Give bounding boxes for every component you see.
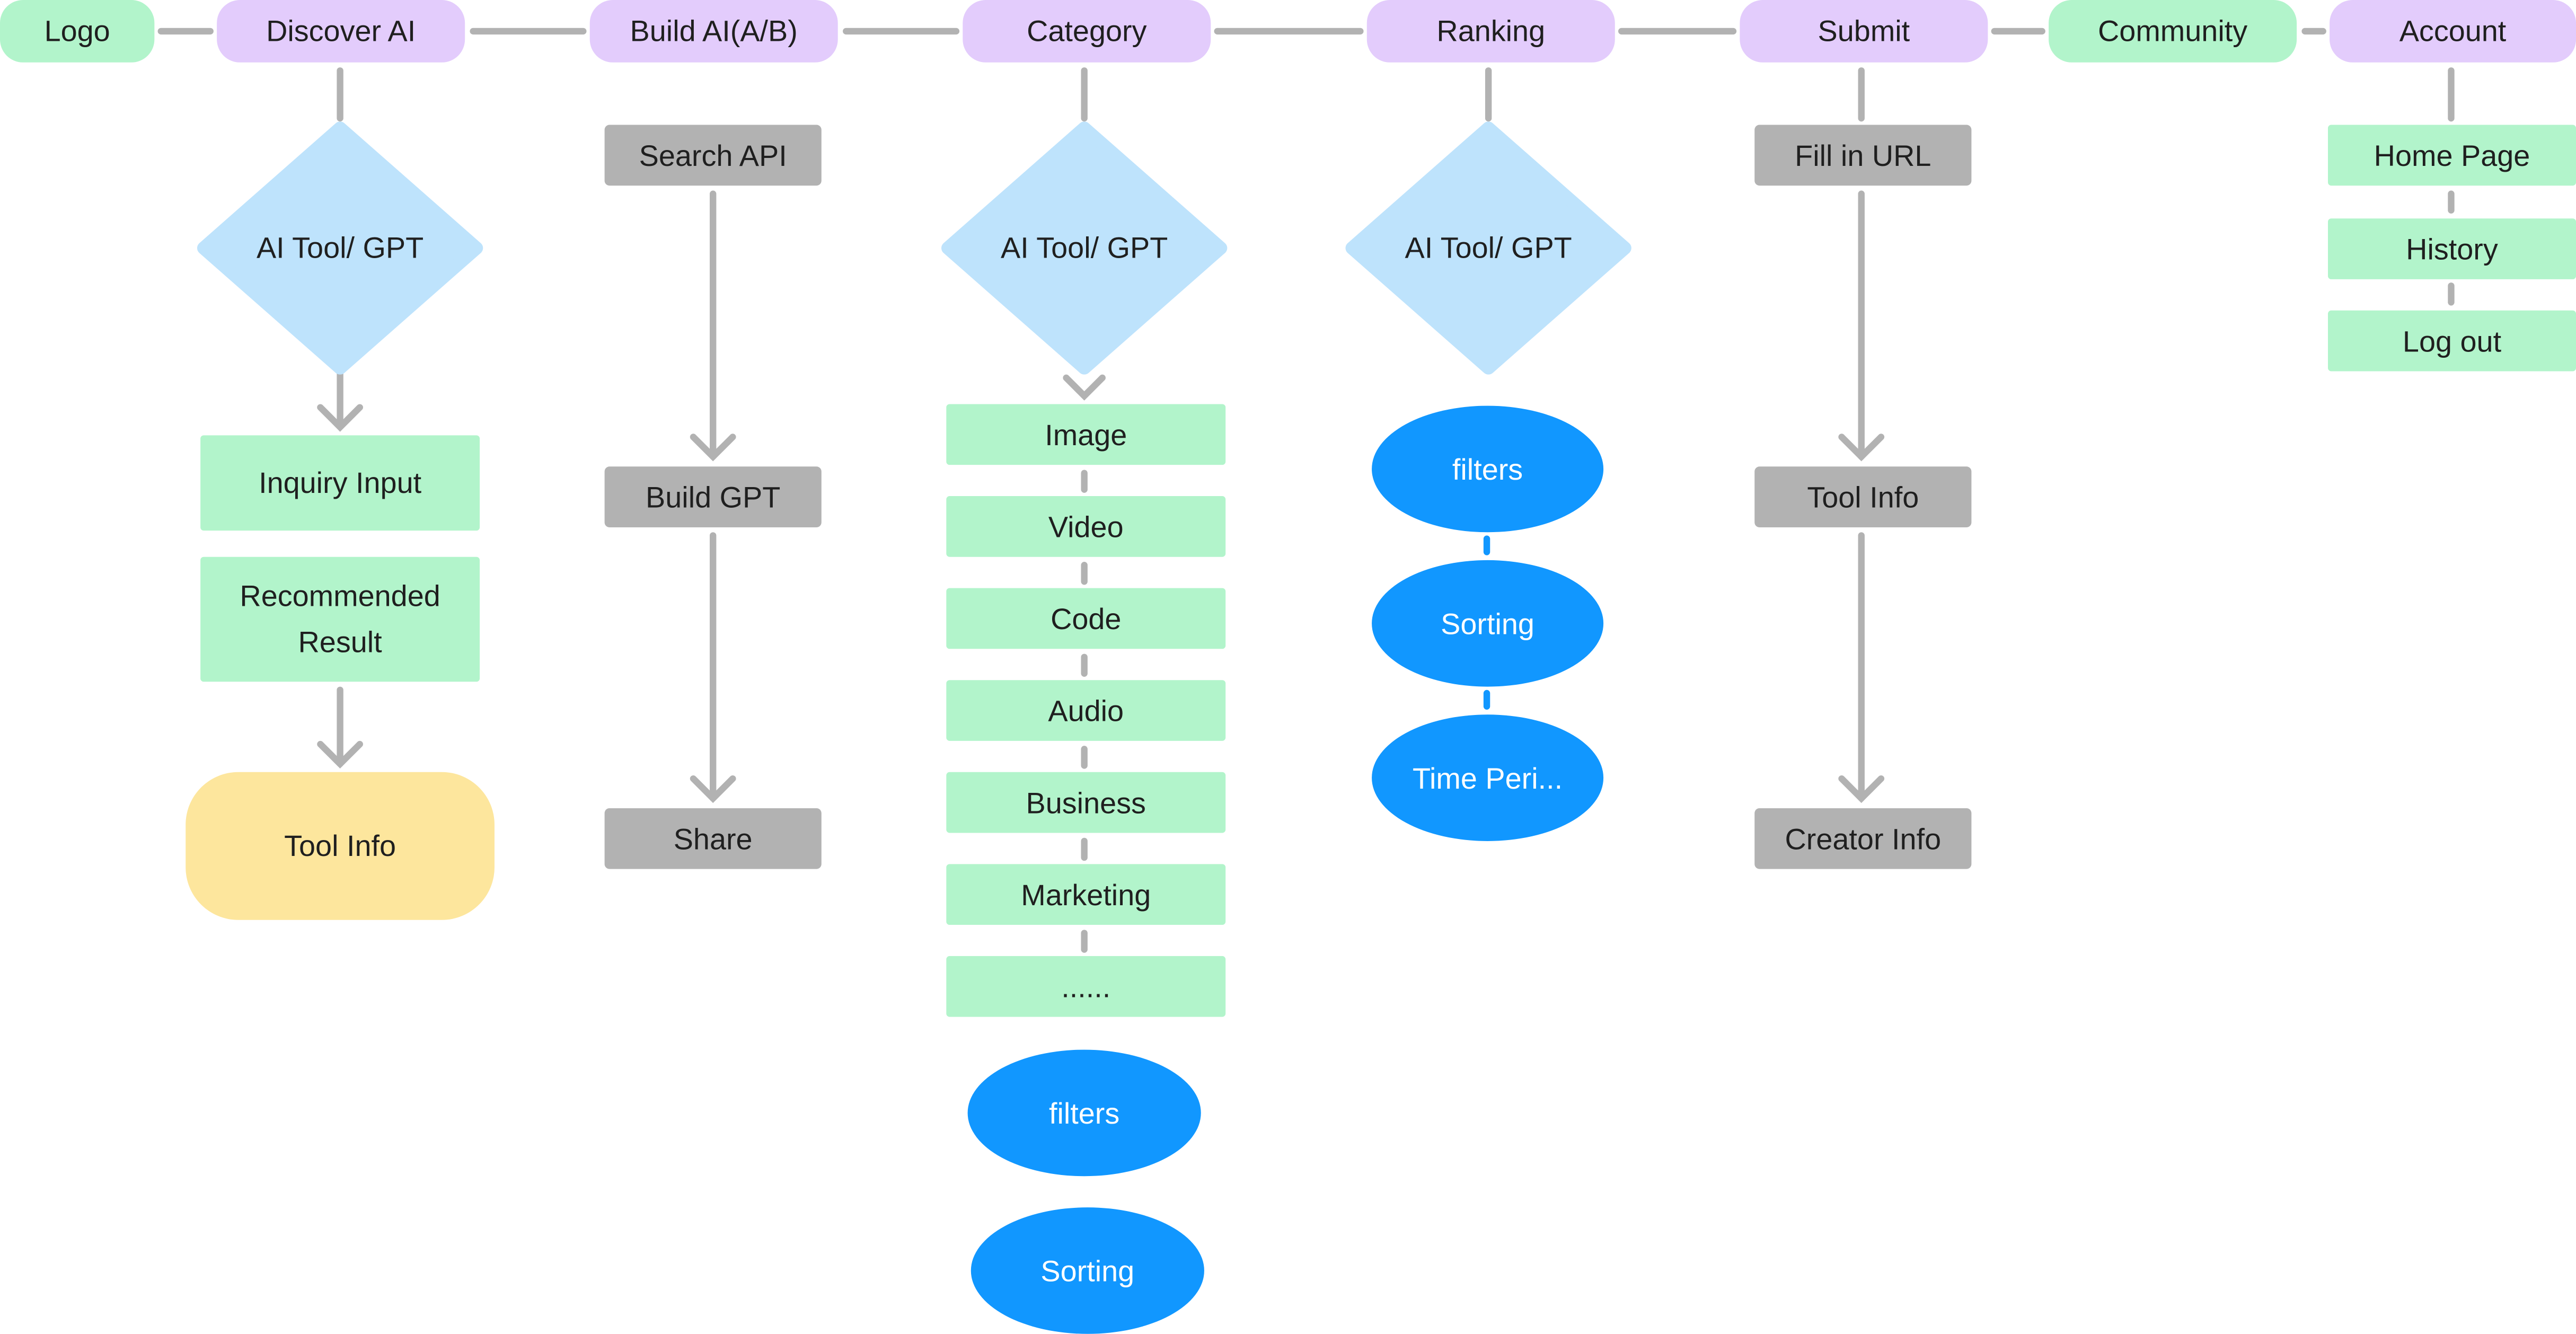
nav-build-ai[interactable]: Build AI(A/B) bbox=[589, 0, 838, 63]
category-item-marketing: Marketing bbox=[946, 864, 1226, 925]
category-item-video: Video bbox=[946, 496, 1226, 557]
account-home-page: Home Page bbox=[2327, 125, 2576, 186]
discover-inquiry-input: Inquiry Input bbox=[200, 435, 480, 531]
build-search-api: Search API bbox=[604, 125, 822, 186]
nav-ranking[interactable]: Ranking bbox=[1366, 0, 1615, 63]
arrowhead-discover-inquiry bbox=[317, 404, 363, 432]
nav-category[interactable]: Category bbox=[963, 0, 1211, 63]
build-share: Share bbox=[604, 808, 822, 869]
category-item-business: Business bbox=[946, 772, 1226, 833]
arrowhead-recommended-toolinfo bbox=[317, 740, 363, 769]
ranking-time-period: Time Peri... bbox=[1372, 714, 1604, 841]
diamond-category bbox=[941, 121, 1228, 375]
discover-tool-info: Tool Info bbox=[186, 772, 495, 920]
nav-submit[interactable]: Submit bbox=[1740, 0, 1988, 63]
arrowhead-search-build bbox=[690, 434, 736, 462]
arrowhead-toolinfo-creator bbox=[1838, 775, 1885, 803]
submit-fill-url: Fill in URL bbox=[1754, 125, 1972, 186]
diamond-discover bbox=[197, 121, 483, 375]
category-decision-label: AI Tool/ GPT bbox=[1001, 232, 1168, 265]
category-item-more: ...... bbox=[946, 956, 1226, 1017]
arrowhead-url-toolinfo bbox=[1838, 434, 1885, 462]
submit-creator-info: Creator Info bbox=[1754, 808, 1972, 869]
discover-recommended-result: Recommended Result bbox=[200, 556, 480, 682]
category-item-audio: Audio bbox=[946, 680, 1226, 741]
nav-discover-ai[interactable]: Discover AI bbox=[217, 0, 465, 63]
account-history: History bbox=[2327, 218, 2576, 279]
nav-logo[interactable]: Logo bbox=[0, 0, 155, 63]
account-log-out: Log out bbox=[2327, 310, 2576, 372]
category-item-code: Code bbox=[946, 588, 1226, 649]
discover-decision-label: AI Tool/ GPT bbox=[256, 232, 424, 265]
nav-community[interactable]: Community bbox=[2049, 0, 2297, 63]
arrowhead-category-items bbox=[1063, 374, 1106, 401]
submit-tool-info: Tool Info bbox=[1754, 466, 1972, 527]
ranking-filters: filters bbox=[1372, 405, 1604, 533]
arrowhead-build-share bbox=[690, 775, 736, 803]
diamond-ranking bbox=[1345, 121, 1631, 375]
category-item-image: Image bbox=[946, 404, 1226, 465]
category-sorting: Sorting bbox=[971, 1207, 1204, 1334]
build-build-gpt: Build GPT bbox=[604, 466, 822, 527]
ranking-sorting: Sorting bbox=[1372, 560, 1604, 687]
nav-account[interactable]: Account bbox=[2330, 0, 2576, 63]
category-filters: filters bbox=[967, 1049, 1201, 1177]
ranking-decision-label: AI Tool/ GPT bbox=[1405, 232, 1572, 265]
